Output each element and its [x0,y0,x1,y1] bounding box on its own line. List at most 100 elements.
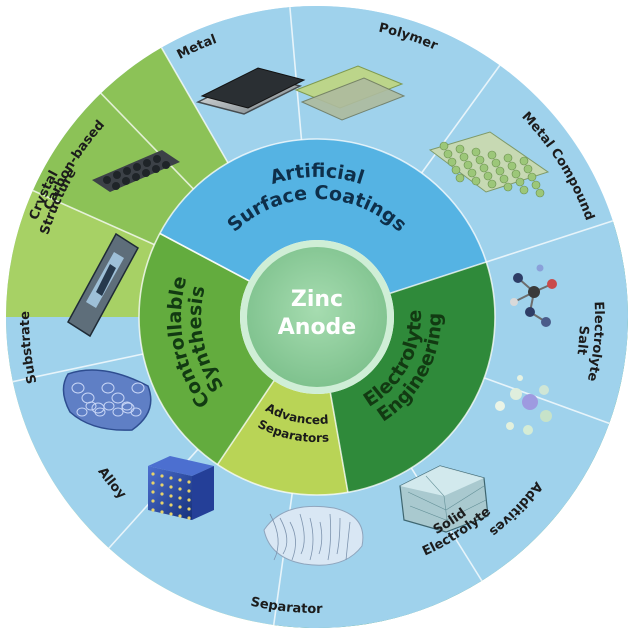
compound-nodule [487,179,497,189]
electrolyte-salt-illustration [510,264,557,327]
compound-nodule [443,149,453,159]
compound-nodule [459,152,469,162]
carbon-based-illustration [92,150,180,192]
compound-nodule [463,160,473,170]
compound-nodule [519,156,529,166]
alloy-atom [178,487,182,491]
substrate-pore [112,407,124,417]
middle-divider-line [216,380,275,466]
separator-fiber [345,521,351,561]
compound-nodule [451,165,461,175]
crystal-structure-illustration [67,232,139,338]
alloy-atom [178,505,182,509]
compound-nodule [491,158,501,168]
alloy-atom [187,480,191,484]
segment-controllable-synthesis [139,233,274,465]
center-label-line2: Anode [278,315,356,340]
compound-nodule [503,182,513,192]
compound-nodule [519,185,529,195]
alloy-atom [187,507,191,511]
outer-divider-line [100,92,194,190]
separator-fiber [279,517,288,555]
segment-crystal-structure [32,47,229,245]
substrate-pore [111,392,125,404]
alloy-atom [187,489,191,493]
segment-electrolyte-engineering [330,261,495,493]
alloy-atom [160,510,164,514]
alloy-atom [169,476,173,480]
middle-divider-line [389,261,487,294]
alloy-atom [160,501,164,505]
compound-nodule [447,157,457,167]
additives-illustration [495,375,552,435]
outer-divider-line [420,64,501,174]
substrate-illustration [62,369,152,431]
alloy-atom [160,483,164,487]
compound-nodule [511,169,521,179]
center-label-line1: Zinc [291,287,343,312]
segment-advanced-separators [217,380,348,495]
alloy-atom [169,512,173,516]
alloy-atom [160,474,164,478]
separator-fiber [327,513,332,561]
alloy-illustration [148,456,214,520]
middle-divider-line [159,232,250,282]
substrate-pore [76,407,88,417]
separator-fiber [309,517,314,561]
alloy-atom [178,478,182,482]
substrate-pore [131,382,145,394]
separator-fiber [318,521,323,555]
compound-nodule [523,164,533,174]
separator-fiber [336,517,341,555]
alloy-atom [151,490,155,494]
separator-fiber [289,521,296,561]
substrate-pore [85,401,97,411]
compound-nodule [439,141,449,151]
alloy-atom [151,499,155,503]
label-electrolyte-salt-line2: Salt [573,325,590,355]
alloy-atom [187,516,191,520]
compound-nodule [483,171,493,181]
alloy-atom [169,485,173,489]
separator-fiber [299,513,305,555]
alloy-atom [169,503,173,507]
separator-fiber [269,513,279,561]
alloy-atom [151,472,155,476]
solid-electrolyte-illustration [399,465,489,533]
substrate-pore [71,382,85,394]
polymer-illustration [294,65,406,121]
substrate-pore [121,401,133,411]
compound-nodule [471,147,481,157]
alloy-atom [169,494,173,498]
compound-nodule [479,163,489,173]
outer-divider-line [12,353,144,383]
middle-ring [139,139,495,495]
substrate-pore [94,407,106,417]
outer-divider-line [486,220,614,263]
compound-nodule [471,176,481,186]
metal-compound-illustration [428,131,550,198]
outer-divider-line [160,47,229,164]
compound-nodule [531,180,541,190]
segment-artificial-surface-coatings [159,139,487,294]
compound-nodule [515,177,525,187]
compound-nodule [535,188,545,198]
alloy-atom [187,498,191,502]
alloy-atom [160,492,164,496]
compound-nodule [507,161,517,171]
alloy-atom [178,514,182,518]
alloy-atom [151,508,155,512]
compound-nodule [455,144,465,154]
center-circle [247,247,387,387]
compound-nodule [467,168,477,178]
alloy-atom [151,481,155,485]
metal-illustration [195,67,306,115]
outer-divider-line [32,189,155,246]
substrate-pore [130,407,142,417]
middle-divider-line [329,392,349,493]
substrate-pore [103,401,115,411]
compound-nodule [455,173,465,183]
outer-divider-line [483,377,610,425]
compound-nodule [527,172,537,182]
